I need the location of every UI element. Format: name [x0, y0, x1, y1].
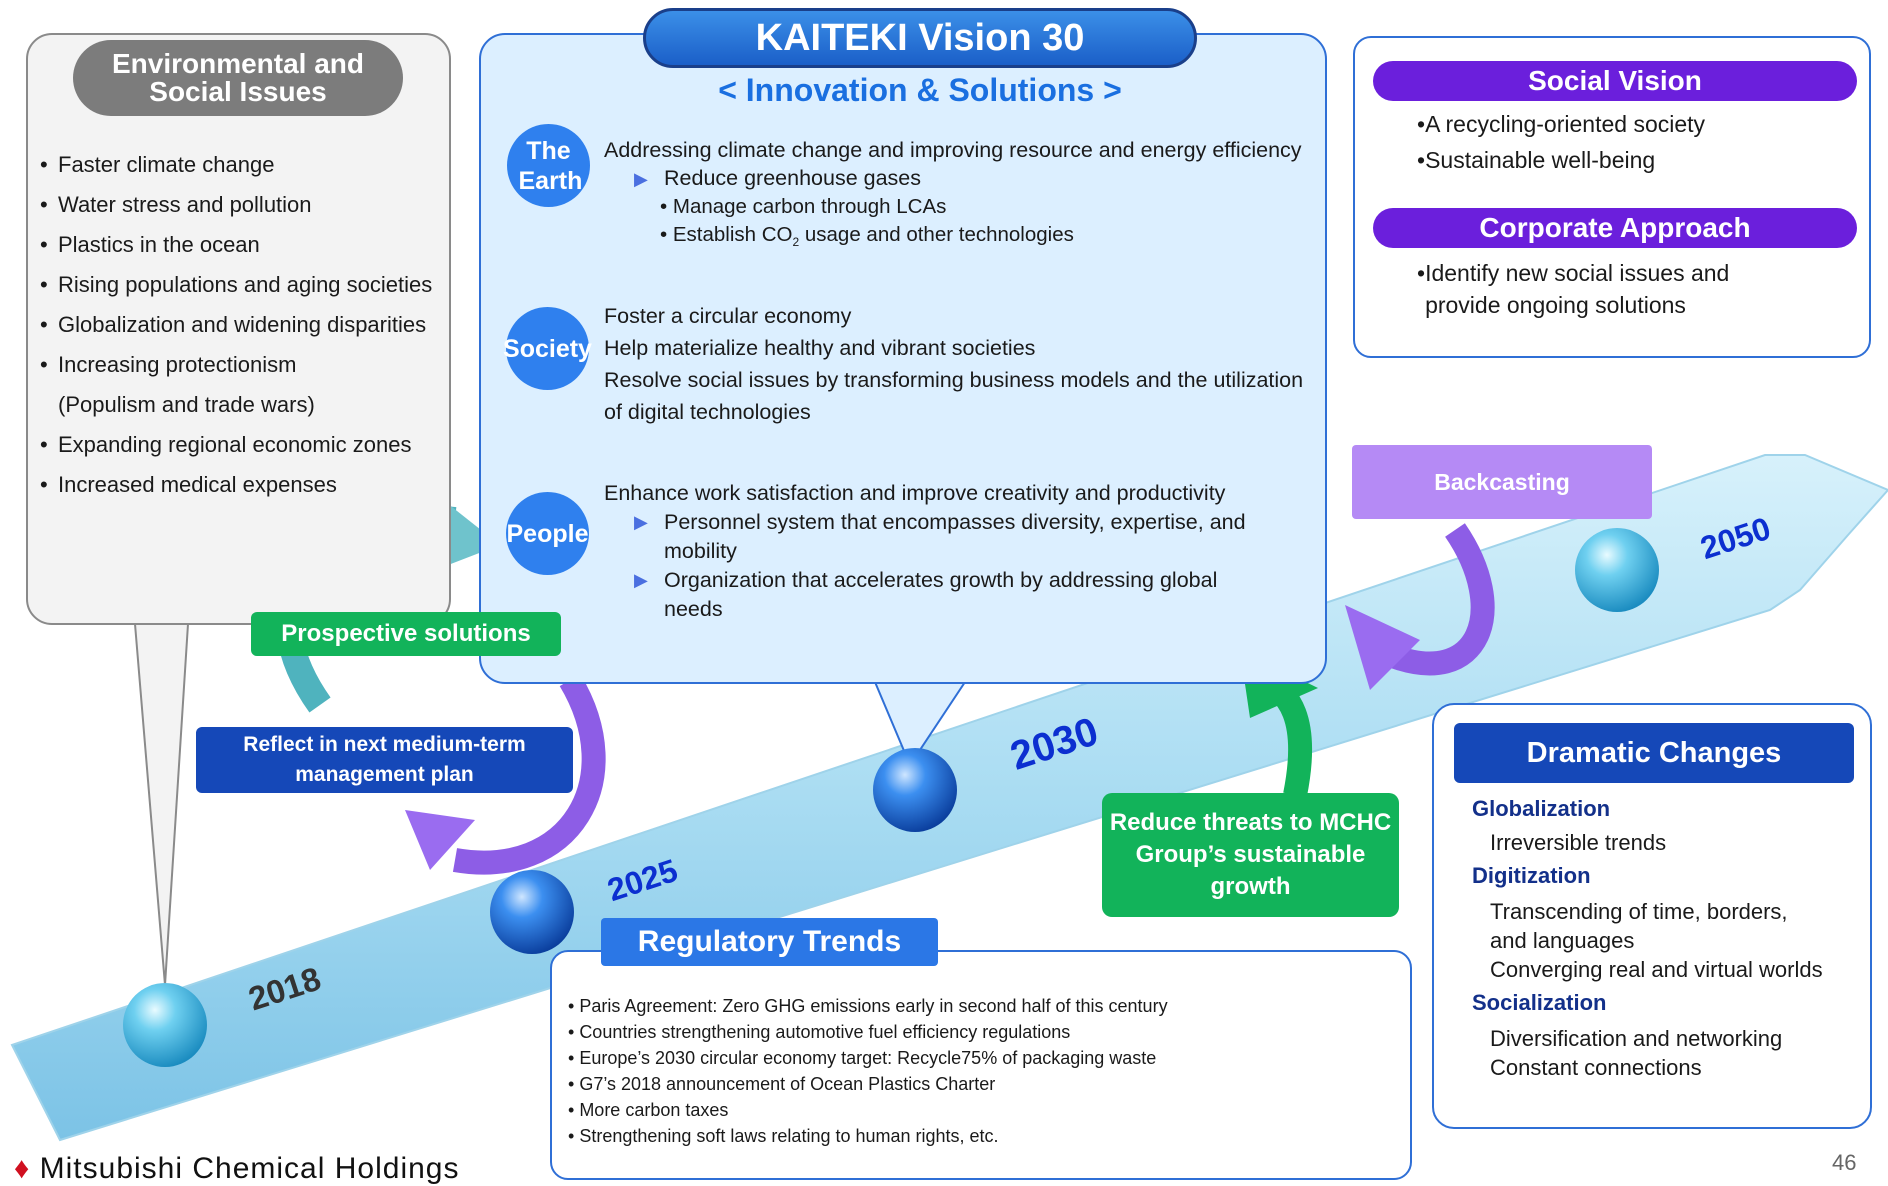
company-name: Mitsubishi Chemical Holdings [39, 1152, 460, 1185]
milestone-sphere-2050 [1575, 528, 1659, 612]
globalization-heading: Globalization [1472, 796, 1611, 821]
milestone-sphere-2030 [873, 748, 957, 832]
corporate-approach-title: Corporate Approach [1373, 208, 1857, 248]
earth-section: Addressing climate change and improving … [604, 136, 1324, 256]
people-bullet: ▶Personnel system that encompasses diver… [634, 510, 1246, 563]
list-item: •Increased medical expenses [40, 472, 337, 497]
reduce-threats-label: Reduce threats to MCHC Group’s sustainab… [1102, 793, 1399, 917]
list-item: •Water stress and pollution [40, 192, 312, 217]
prospective-solutions-label: Prospective solutions [251, 612, 561, 656]
list-item: •Globalization and widening disparities [40, 312, 427, 337]
logo-mark-icon: ♦ [14, 1152, 31, 1185]
purple-backcasting-arrow [1385, 523, 1495, 676]
digitization-text: Transcending of time, borders, and langu… [1490, 899, 1788, 953]
list-item: •Plastics in the ocean [40, 232, 260, 257]
people-section: Enhance work satisfaction and improve cr… [604, 479, 1284, 624]
earth-sub-item: • Manage carbon through LCAs [660, 195, 947, 218]
environmental-issues-panel [26, 33, 451, 625]
list-item: • Strengthening soft laws relating to hu… [568, 1126, 999, 1146]
earth-bullet: ▶Reduce greenhouse gases [634, 166, 921, 190]
environmental-issues-title: Environmental and Social Issues [73, 40, 403, 116]
people-circle: People [506, 492, 589, 575]
earth-sub-item: • Establish CO2 usage and other technolo… [660, 223, 1074, 250]
people-heading: Enhance work satisfaction and improve cr… [604, 481, 1226, 505]
list-item: •Sustainable well-being [1417, 147, 1656, 173]
society-line: Help materialize healthy and vibrant soc… [604, 336, 1036, 360]
globalization-text: Irreversible trends [1490, 830, 1667, 855]
purple-curved-arrow-2025 [452, 673, 606, 875]
corporate-approach-text: •Identify new social issues and provide … [1417, 260, 1730, 318]
env-callout-pointer [133, 623, 190, 986]
society-section: Foster a circular economy Help materiali… [604, 300, 1324, 428]
social-vision-list: •A recycling-oriented society •Sustainab… [1417, 108, 1837, 176]
people-bullet: ▶Organization that accelerates growth by… [634, 568, 1218, 621]
society-line: Foster a circular economy [604, 304, 852, 328]
milestone-sphere-2025 [490, 870, 574, 954]
list-item: •Expanding regional economic zones [40, 432, 412, 457]
list-item: •Rising populations and aging societies [40, 272, 433, 297]
list-item: (Populism and trade wars) [58, 392, 315, 417]
list-item: •Increasing protectionism [40, 352, 297, 377]
list-item: • Europe’s 2030 circular economy target:… [568, 1048, 1157, 1068]
digitization-text: Converging real and virtual worlds [1490, 957, 1823, 982]
earth-heading: Addressing climate change and improving … [604, 138, 1302, 162]
list-item: •Faster climate change [40, 152, 275, 177]
list-item: • More carbon taxes [568, 1100, 729, 1120]
socialization-text: Constant connections [1490, 1055, 1702, 1080]
earth-circle: The Earth [507, 124, 590, 207]
socialization-text: Diversification and networking [1490, 1026, 1783, 1051]
reflect-plan-label: Reflect in next medium-term management p… [196, 727, 573, 793]
company-logo: ♦ Mitsubishi Chemical Holdings [14, 1152, 459, 1186]
page-number: 46 [1832, 1150, 1857, 1175]
list-item: •A recycling-oriented society [1417, 111, 1706, 137]
kaiteki-subtitle: < Innovation & Solutions > [718, 72, 1122, 108]
society-circle: Society [503, 307, 592, 390]
digitization-heading: Digitization [1472, 863, 1591, 888]
social-vision-title: Social Vision [1373, 61, 1857, 101]
regulatory-trends-title: Regulatory Trends [601, 918, 938, 966]
milestone-sphere-2018 [123, 983, 207, 1067]
environmental-issues-list: •Faster climate change •Water stress and… [40, 150, 460, 510]
list-item: • G7’s 2018 announcement of Ocean Plasti… [568, 1074, 996, 1094]
regulatory-trends-list: • Paris Agreement: Zero GHG emissions ea… [568, 993, 1168, 1149]
dramatic-changes-title: Dramatic Changes [1454, 723, 1854, 783]
socialization-heading: Socialization [1472, 990, 1607, 1015]
society-line: Resolve social issues by transforming bu… [604, 368, 1304, 424]
list-item: • Countries strengthening automotive fue… [568, 1022, 1071, 1042]
purple-arrowhead-backcasting [1345, 605, 1420, 690]
backcasting-label: Backcasting [1352, 445, 1652, 519]
list-item: • Paris Agreement: Zero GHG emissions ea… [568, 996, 1168, 1016]
dramatic-changes-content: Globalization Irreversible trends Digiti… [1472, 796, 1862, 1082]
kaiteki-vision-panel [479, 33, 1327, 684]
purple-arrowhead-2025 [405, 810, 475, 870]
kaiteki-title: KAITEKI Vision 30 [643, 8, 1197, 68]
